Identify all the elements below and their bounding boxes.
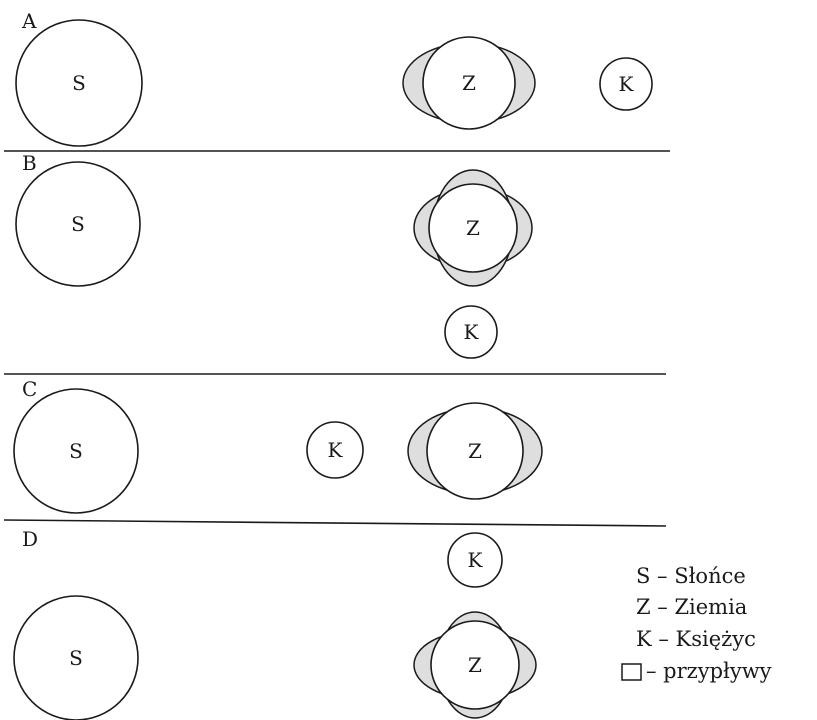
panel-c-letter: C [22, 377, 37, 401]
legend-tides: – przypływy [646, 659, 772, 683]
earth-label: Z [468, 439, 482, 463]
panel-a: A S Z K [16, 9, 652, 146]
sun-label: S [71, 212, 85, 236]
panel-d: D K S Z [14, 527, 536, 720]
sun-label: S [69, 439, 83, 463]
panel-c: C S K Z [14, 377, 542, 513]
panel-b-letter: B [22, 151, 37, 175]
legend-sun: S – Słońce [636, 564, 746, 588]
earth-label: Z [466, 216, 480, 240]
panel-b: B S Z K [16, 151, 532, 358]
sun-label: S [72, 71, 86, 95]
moon-label: K [619, 72, 635, 96]
moon-label: K [464, 320, 480, 344]
panel-d-letter: D [22, 527, 38, 551]
legend: S – Słońce Z – Ziemia K – Księżyc – przy… [622, 564, 772, 683]
moon-label: K [468, 548, 484, 572]
divider-line [4, 520, 666, 526]
legend-earth: Z – Ziemia [636, 595, 747, 619]
moon-label: K [328, 438, 344, 462]
panel-a-letter: A [21, 9, 37, 33]
legend-moon: K – Księżyc [636, 627, 756, 651]
earth-label: Z [462, 71, 476, 95]
sun-label: S [69, 646, 83, 670]
earth-label: Z [468, 653, 482, 677]
legend-tide-swatch [622, 664, 641, 680]
